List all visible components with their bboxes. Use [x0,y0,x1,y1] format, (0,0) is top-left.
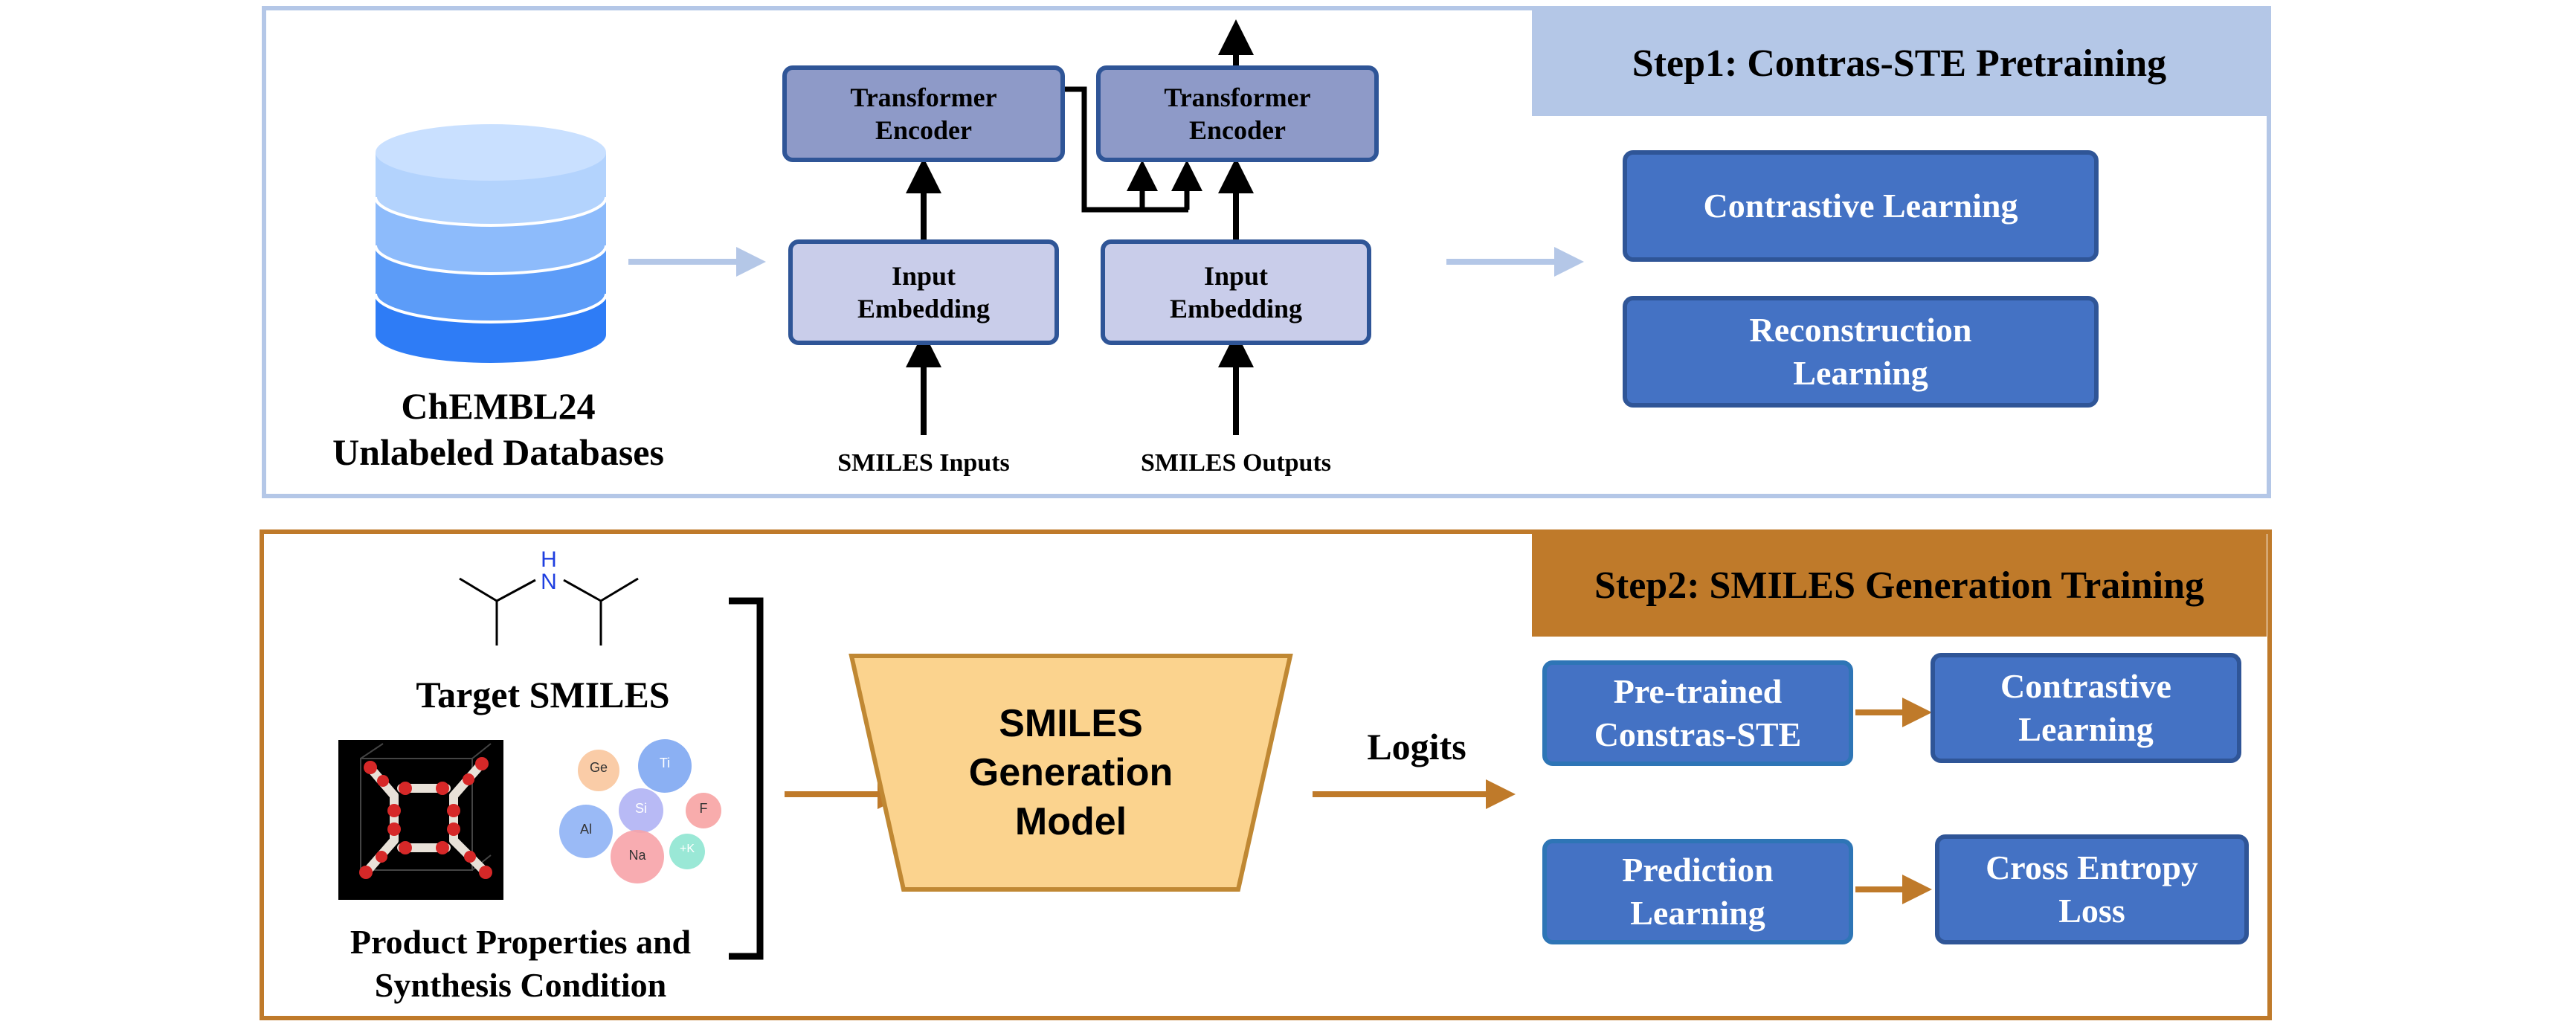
element-k-label: +K [679,843,695,855]
pretrained-constras-ste-button[interactable]: Pre-trained Constras-STE [1542,660,1853,766]
ce-line1: Cross Entropy [1986,849,2198,886]
step2-contrastive-line1: Contrastive [2000,667,2171,705]
logits-label: Logits [1367,726,1466,767]
smiles-inputs-label: SMILES Inputs [837,449,1010,477]
element-na-label: Na [628,848,646,863]
contrastive-learning-label: Contrastive Learning [1703,187,2018,225]
reconstruction-line2: Learning [1793,354,1928,392]
model-line2: Generation [968,751,1173,794]
reconstruction-learning-button[interactable]: Reconstruction Learning [1623,296,2099,408]
contrastive-learning-button[interactable]: Contrastive Learning [1623,150,2099,262]
input-embedding-left: Input Embedding [788,239,1059,345]
molecule-nitrogen-label: H N [530,549,567,593]
generation-model-label: SMILES Generation Model [930,699,1212,846]
step2-contrastive-learning-button[interactable]: Contrastive Learning [1931,653,2241,763]
target-smiles-label: Target SMILES [416,674,670,715]
encoder-left-line2: Encoder [875,115,972,145]
embedding-left-line1: Input [891,261,956,291]
prediction-line2: Learning [1630,894,1765,932]
transformer-encoder-right: Transformer Encoder [1096,65,1379,162]
element-ti-label: Ti [659,756,671,770]
prediction-line1: Prediction [1622,851,1774,889]
input-bracket [729,597,764,960]
product-properties-label: Product Properties and Synthesis Conditi… [312,921,729,1007]
molecule-icon [459,577,639,646]
model-line1: SMILES [999,702,1143,745]
prediction-learning-button[interactable]: Prediction Learning [1542,839,1853,944]
element-f-label: F [699,801,708,816]
step2-contrastive-line2: Learning [2018,710,2154,748]
molecule-atom-n: N [541,570,557,594]
database-icon [374,124,608,363]
input-embedding-right: Input Embedding [1101,239,1371,345]
product-line1: Product Properties and [350,923,692,961]
step1-title: Step1: Contras-STE Pretraining [1532,10,2267,116]
encoder-right-line1: Transformer [1164,83,1311,112]
element-al-label: Al [579,822,592,837]
encoder-right-line2: Encoder [1188,115,1286,145]
embedding-right-line1: Input [1203,261,1269,291]
crystal-structure-icon [338,740,503,900]
elements-bubbles-icon [559,739,721,883]
generation-model-shape [849,654,1293,892]
product-line2: Synthesis Condition [374,966,667,1004]
element-ge-label: Ge [589,760,608,775]
encoder-left-line1: Transformer [850,83,997,112]
pretrained-line1: Pre-trained [1613,672,1783,710]
ce-line2: Loss [2058,892,2125,930]
transformer-encoder-left: Transformer Encoder [782,65,1065,162]
cross-entropy-loss-button[interactable]: Cross Entropy Loss [1935,834,2249,944]
smiles-outputs-label: SMILES Outputs [1140,449,1332,477]
embedding-left-line2: Embedding [857,294,991,323]
database-label: ChEMBL24 Unlabeled Databases [297,383,699,475]
molecule-atom-h: H [541,547,557,572]
reconstruction-line1: Reconstruction [1749,311,1972,349]
embedding-right-line2: Embedding [1169,294,1303,323]
model-line3: Model [1014,800,1127,843]
element-si-label: Si [634,801,647,816]
step2-title: Step2: SMILES Generation Training [1532,534,2267,637]
database-label-line2: Unlabeled Databases [332,431,664,473]
database-label-line1: ChEMBL24 [401,385,596,427]
pretrained-line2: Constras-STE [1594,715,1802,753]
